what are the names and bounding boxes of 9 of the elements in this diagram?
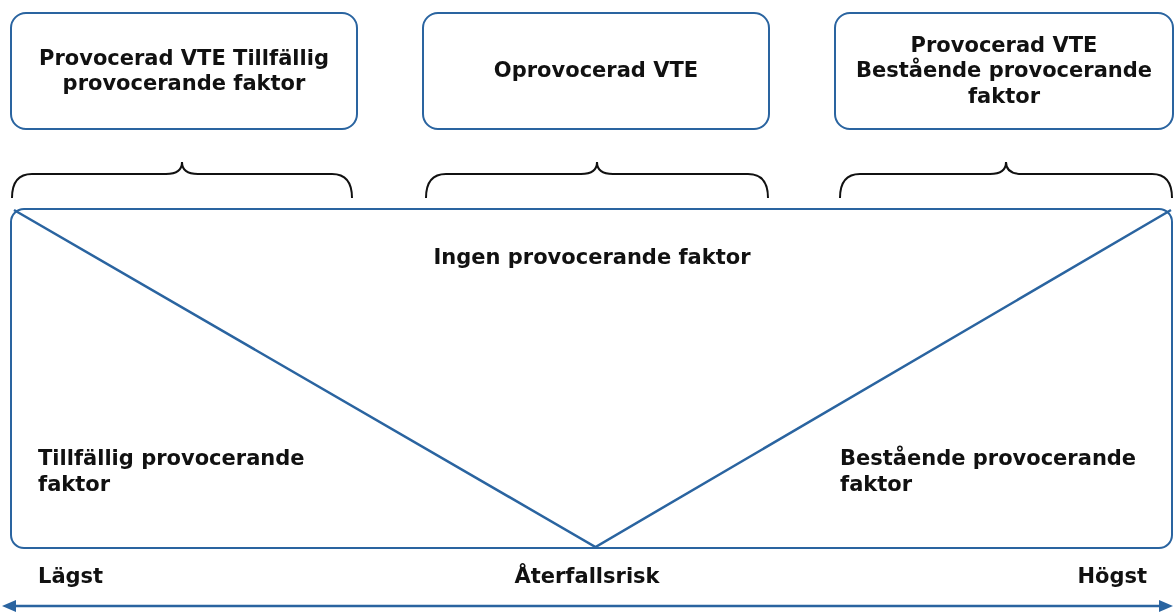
category-box: Provocerad VTE Bestående provocerande faktor <box>834 12 1174 130</box>
category-box: Oprovocerad VTE <box>422 12 770 130</box>
axis-label: Lägst <box>38 564 104 588</box>
axis-label: Återfallsrisk <box>514 564 660 588</box>
axis-label: Högst <box>1077 564 1147 588</box>
region-label: Tillfällig provocerande faktor <box>38 444 368 497</box>
region-label: Ingen provocerande faktor <box>312 244 872 271</box>
region-label: Bestående provocerande faktor <box>840 444 1160 497</box>
category-box: Provocerad VTE Tillfällig provocerande faktor <box>10 12 358 130</box>
